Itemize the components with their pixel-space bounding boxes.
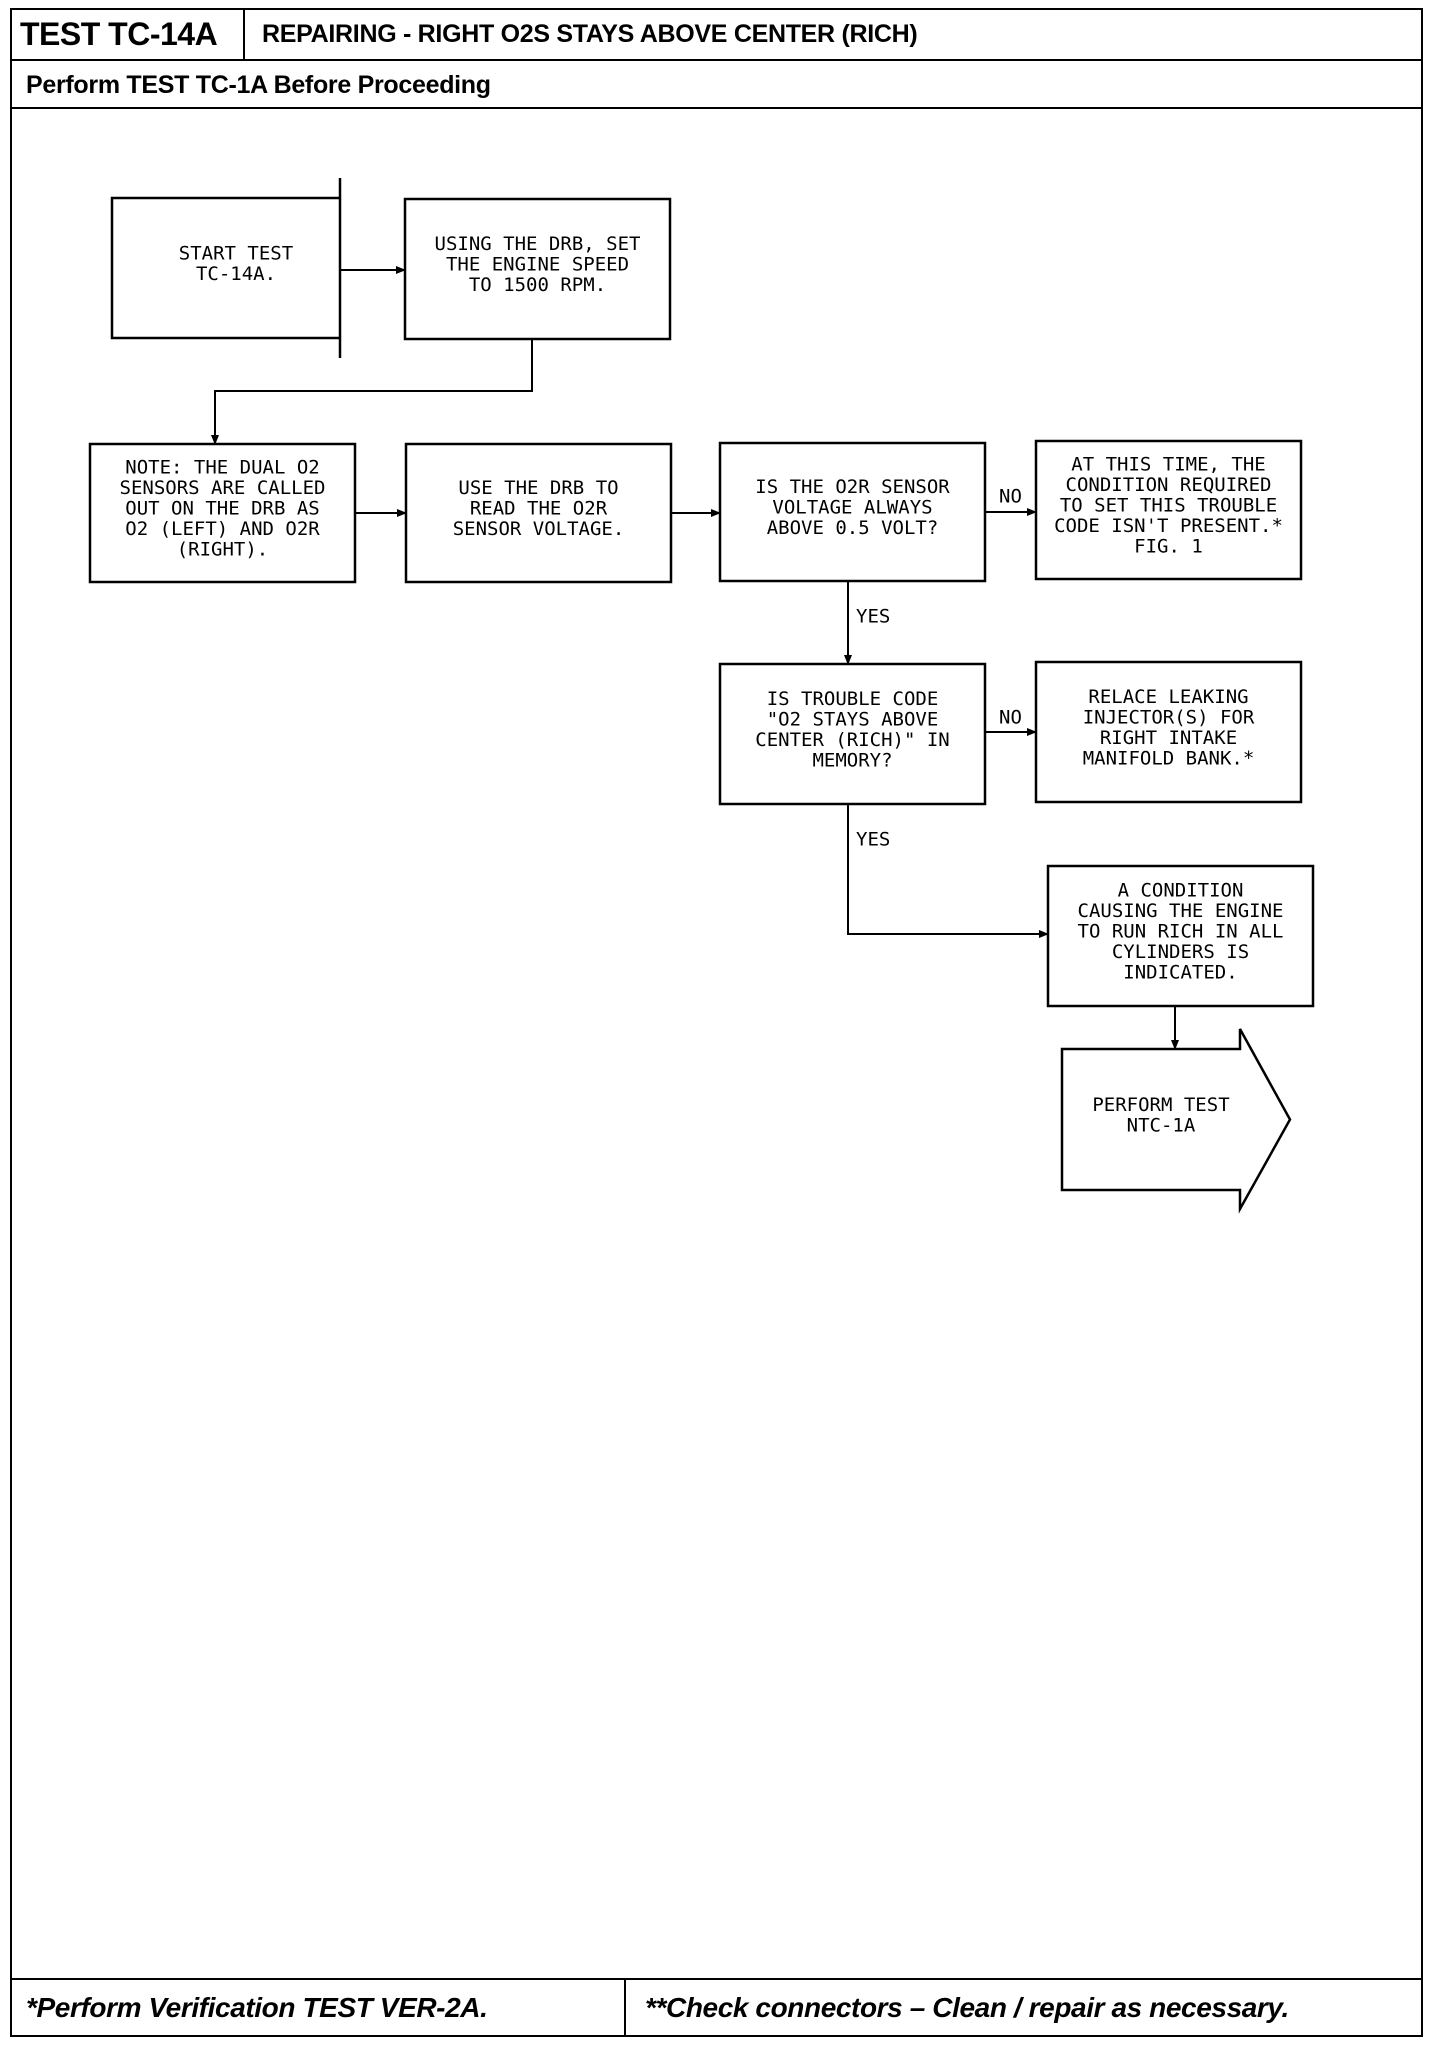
flow-node-text: A CONDITION [1118,880,1244,902]
flow-edge-label: NO [999,486,1022,508]
flow-node-text: CENTER (RICH)" IN [755,729,949,751]
flow-edge-q-voltage-to-not-present: NO [985,486,1037,516]
flow-node-text: TO RUN RICH IN ALL [1078,921,1284,943]
flow-node-text: CYLINDERS IS [1112,941,1249,963]
flow-node-text: IS TROUBLE CODE [767,688,939,710]
subheader-row [10,61,1423,109]
flow-node-text: PERFORM TEST [1092,1094,1229,1116]
flow-node-text: (RIGHT). [177,539,269,561]
flow-node-text: CAUSING THE ENGINE [1078,900,1284,922]
flow-box-shape [718,662,987,806]
flow-node-text: RELACE LEAKING [1088,686,1248,708]
flow-node-text: RIGHT INTAKE [1100,727,1237,749]
flow-connector [211,339,533,445]
flow-node-text: INDICATED. [1123,962,1237,984]
flow-node-text: TO 1500 RPM. [469,274,606,296]
page-title: REPAIRING - RIGHT O2S STAYS ABOVE CENTER… [262,20,918,48]
flow-node-text: TO SET THIS TROUBLE [1060,495,1277,517]
flow-box-shape [404,442,673,584]
flow-node-text: TC-14A. [196,263,276,285]
flow-arrow-shape [110,178,342,358]
flow-edge-q-voltage-to-q-memory: YES [844,581,890,665]
flow-node-text: NOTE: THE DUAL O2 [125,457,319,479]
page-subtitle: Perform TEST TC-1A Before Proceeding [26,71,491,99]
test-id: TEST TC-14A [10,8,245,61]
flow-connector [847,804,1049,938]
flow-edge-q-memory-to-replace-injector: NO [985,707,1037,736]
flow-node-text: READ THE O2R [470,498,608,520]
flow-node-text: START TEST [179,242,293,264]
flow-node-text: MANIFOLD BANK.* [1083,747,1255,769]
flow-node-text: USING THE DRB, SET [435,233,641,255]
flow-box-shape [88,442,357,584]
flow-node-text: SENSORS ARE CALLED [120,477,326,499]
flow-node-text: ABOVE 0.5 VOLT? [767,517,939,539]
footer [10,1978,1423,2037]
flow-edge-q-memory-to-rich-condition: YES [847,804,1049,938]
flow-node-text: O2 (LEFT) AND O2R [125,518,320,540]
footer-note-connectors: **Check connectors – Clean / repair as n… [645,1992,1289,2023]
flow-node-text: FIG. 1 [1134,536,1203,558]
flow-edge-label: NO [999,707,1022,729]
flow-node-text: CODE ISN'T PRESENT.* [1054,515,1283,537]
flow-node-text: USE THE DRB TO [458,477,618,499]
flow-box-shape [403,197,672,341]
footer-divider [624,1978,626,2037]
flow-edge-label: YES [856,606,890,628]
flow-box-shape [1034,439,1303,581]
flow-node-text: INJECTOR(S) FOR [1083,706,1255,728]
flow-node-text: NTC-1A [1127,1114,1196,1136]
flow-box-shape [1046,864,1315,1008]
header-row [10,8,1423,61]
flow-arrow-shape [1060,1028,1292,1214]
footer-note-verification: *Perform Verification TEST VER-2A. [26,1992,488,2023]
flow-node-text: CONDITION REQUIRED [1066,474,1272,496]
flow-edge-label: YES [856,829,890,851]
flow-node-text: VOLTAGE ALWAYS [772,497,932,519]
flow-box-shape [1034,660,1303,804]
flow-node-text: OUT ON THE DRB AS [125,498,319,520]
flow-edges: NO YES NO YES [211,266,1179,1050]
flow-node-text: IS THE O2R SENSOR [755,476,950,498]
page-frame [10,8,1423,2037]
flow-node-text: THE ENGINE SPEED [446,254,629,276]
flow-box-shape [718,441,987,583]
flow-node-text: SENSOR VOLTAGE. [453,518,625,540]
flow-node-text: MEMORY? [812,749,892,771]
flow-node-text: AT THIS TIME, THE [1071,454,1265,476]
flow-node-text: "O2 STAYS ABOVE [767,708,939,730]
flow-edge-set-speed-to-note [211,339,533,445]
